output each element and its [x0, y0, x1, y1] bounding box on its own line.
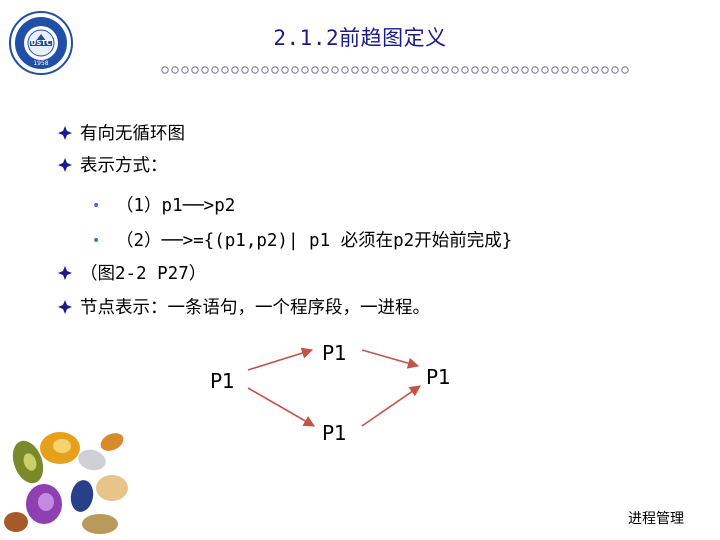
bullet-node-meaning-text: 节点表示：一条语句，一个程序段，一进程。 — [80, 298, 430, 318]
node-right: P1 — [426, 365, 451, 389]
diamond-bullet-icon — [58, 300, 72, 314]
bullet-dag-text: 有向无循环图 — [80, 124, 185, 144]
sub-bullet-2-text: （2）──>={(p1,p2)| p1 必须在p2开始前完成} — [116, 231, 513, 251]
edge-left-to-top — [247, 347, 314, 371]
diamond-bullet-icon — [58, 266, 72, 280]
decorative-pebbles-image — [4, 432, 128, 534]
bullet-representation-text: 表示方式： — [80, 156, 168, 176]
node-left: P1 — [210, 369, 235, 393]
sub-bullet-1-text: （1）p1──>p2 — [116, 196, 236, 216]
svg-text:USTC: USTC — [31, 39, 52, 47]
bullet-dag: 有向无循环图 — [58, 122, 185, 146]
bullet-figure-ref: （图2-2 P27） — [58, 262, 206, 286]
decorative-band — [160, 62, 630, 78]
edge-top-to-right — [361, 349, 420, 369]
diamond-bullet-icon — [58, 158, 72, 172]
university-seal-logo: USTC 1958 — [9, 11, 73, 75]
sub-bullet-icon: • — [92, 233, 101, 249]
sub-bullet-icon: • — [92, 198, 101, 214]
node-bottom: P1 — [322, 421, 347, 445]
footer-label: 进程管理 — [628, 511, 684, 527]
slide-title: 2.1.2前趋图定义 — [273, 26, 447, 50]
bullet-node-meaning: 节点表示：一条语句，一个程序段，一进程。 — [58, 296, 430, 320]
bullet-representation: 表示方式： — [58, 154, 168, 178]
svg-text:1958: 1958 — [33, 60, 48, 67]
edge-left-to-bottom — [247, 387, 315, 427]
bullet-figure-ref-text: （图2-2 P27） — [80, 264, 207, 284]
edge-bottom-to-right — [361, 385, 421, 427]
node-top: P1 — [322, 341, 347, 365]
diamond-bullet-icon — [58, 126, 72, 140]
